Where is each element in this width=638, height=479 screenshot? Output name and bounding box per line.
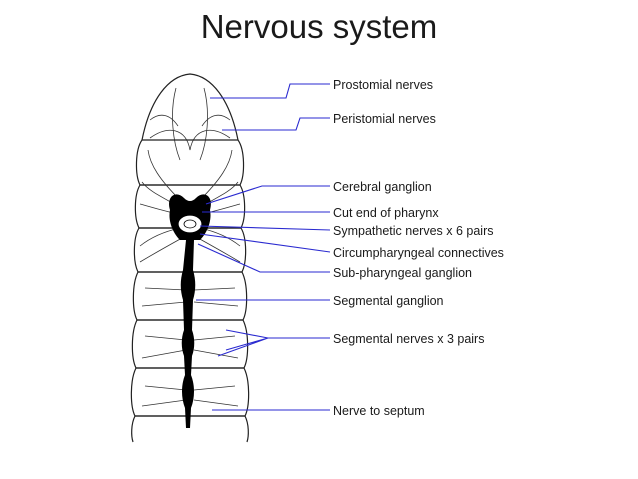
worm-body bbox=[130, 73, 250, 443]
leader-circumpharyngeal bbox=[199, 233, 331, 253]
leader-peristomial bbox=[222, 117, 330, 131]
label-cut-end-of-pharynx: Cut end of pharynx bbox=[333, 206, 439, 220]
leader-lines bbox=[196, 83, 331, 411]
leader-subpharyngeal bbox=[197, 243, 330, 273]
anterior-nerves bbox=[139, 149, 241, 263]
leader-segmental-nerves bbox=[217, 329, 330, 357]
page-title: Nervous system bbox=[200, 8, 438, 45]
pharynx-cut-end bbox=[177, 214, 203, 234]
labels: Prostomial nerves Peristomial nerves Cer… bbox=[333, 78, 504, 418]
label-nerve-to-septum: Nerve to septum bbox=[333, 404, 425, 418]
leader-sympathetic bbox=[199, 225, 331, 231]
peristomium-fold-2 bbox=[149, 129, 231, 151]
label-segmental-ganglion: Segmental ganglion bbox=[333, 294, 444, 308]
leader-cerebral bbox=[205, 185, 330, 205]
label-prostomial-nerves: Prostomial nerves bbox=[333, 78, 433, 92]
nerve-cord bbox=[169, 194, 211, 428]
segment-nerves bbox=[141, 287, 239, 407]
peristomium-fold bbox=[149, 114, 231, 127]
ventral-cord bbox=[180, 240, 196, 428]
label-circumpharyngeal-connectives: Circumpharyngeal connectives bbox=[333, 246, 504, 260]
prostomium-inner bbox=[172, 87, 208, 161]
label-sympathetic-nerves: Sympathetic nerves x 6 pairs bbox=[333, 224, 494, 238]
label-cerebral-ganglion: Cerebral ganglion bbox=[333, 180, 432, 194]
prostomium-outline bbox=[141, 73, 239, 141]
segment-outline-1 bbox=[135, 139, 245, 186]
segment-outline-7 bbox=[131, 415, 249, 443]
label-segmental-nerves: Segmental nerves x 3 pairs bbox=[333, 332, 484, 346]
label-sub-pharyngeal-ganglion: Sub-pharyngeal ganglion bbox=[333, 266, 472, 280]
leader-prostomial bbox=[210, 83, 330, 99]
label-peristomial-nerves: Peristomial nerves bbox=[333, 112, 436, 126]
